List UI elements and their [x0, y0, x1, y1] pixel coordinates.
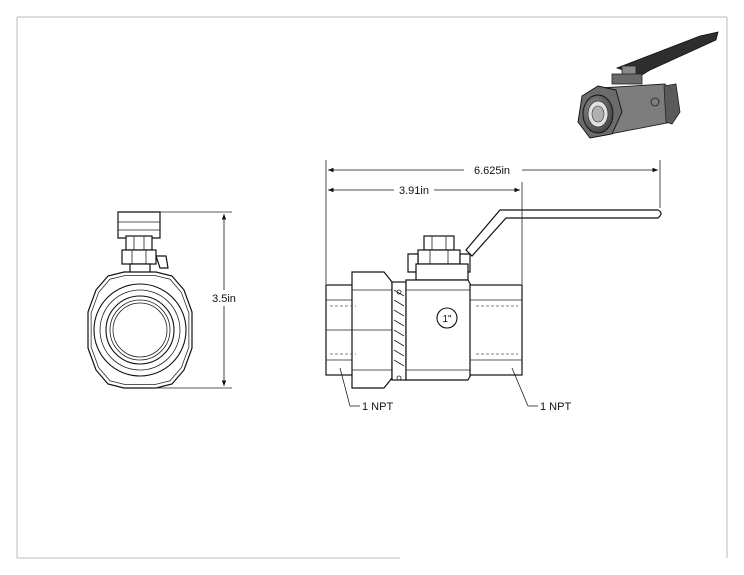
seal-rings — [393, 289, 405, 381]
overall-length-label: 6.625in — [474, 165, 510, 177]
half-length-dimension — [328, 182, 523, 284]
half-length-label: 3.91in — [399, 185, 429, 197]
height-dimension-label: 3.5in — [212, 293, 236, 305]
left-port-leader — [339, 367, 360, 407]
isometric-valve-view — [577, 31, 719, 139]
sheet-border — [16, 16, 728, 559]
side-view-valve — [325, 209, 662, 389]
end-view-valve — [87, 211, 193, 389]
right-port-leader — [511, 367, 538, 407]
left-port-callout: 1 NPT — [362, 401, 393, 413]
valve-size-marking: 1" — [442, 314, 452, 325]
overall-length-dimension — [325, 160, 661, 284]
right-port-callout: 1 NPT — [540, 401, 571, 413]
height-dimension — [150, 211, 241, 389]
